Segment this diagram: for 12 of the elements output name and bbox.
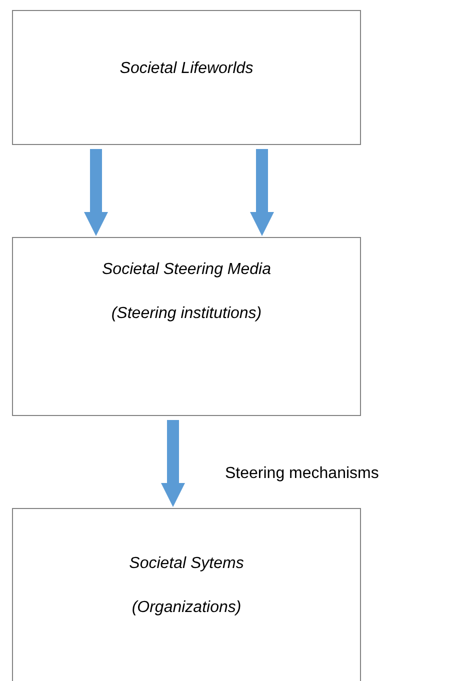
box-text: (Organizations) (132, 598, 242, 618)
block-arrow (250, 149, 274, 236)
box-text: Societal Sytems (129, 554, 244, 574)
box-text: Societal Steering Media (102, 260, 271, 280)
box-text: (Steering institutions) (111, 304, 262, 324)
text-box (12, 508, 361, 681)
text-box (12, 237, 361, 416)
block-arrow (84, 149, 108, 236)
box-text: Societal Lifeworlds (120, 59, 254, 79)
text-box (12, 10, 361, 145)
block-arrow (161, 420, 185, 507)
edge-label: Steering mechanisms (225, 464, 379, 484)
